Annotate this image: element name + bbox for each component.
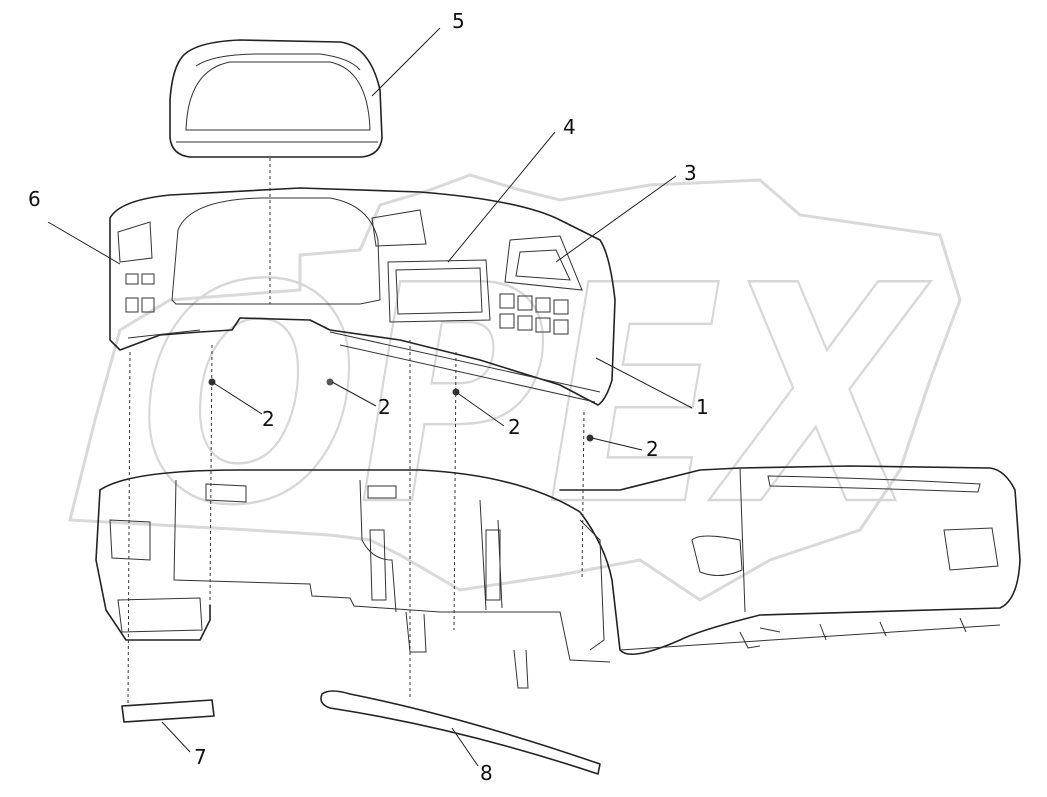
callout-7: 7 [194, 745, 207, 769]
switch-bank-right [499, 293, 569, 335]
leader-lines [47, 27, 693, 767]
watermark-logo: OPEX [68, 173, 962, 602]
watermark-text: OPEX [140, 222, 931, 571]
alignment-lines [127, 158, 585, 707]
callout-2: 2 [378, 395, 391, 419]
part-instrument-hood [169, 39, 383, 158]
callout-6: 6 [28, 187, 41, 211]
callout-3: 3 [684, 161, 697, 185]
callout-8: 8 [480, 761, 493, 785]
callout-1: 1 [696, 395, 709, 419]
callout-2: 2 [262, 407, 275, 431]
part-trim-strip-long [320, 690, 601, 775]
part-upper-instrument-panel [109, 187, 616, 406]
clip-fastener [326, 378, 334, 386]
callout-5: 5 [452, 9, 465, 33]
part-dashboard-body [95, 465, 1021, 689]
callout-2: 2 [508, 415, 521, 439]
part-trim-strip-left [121, 699, 215, 723]
callout-labels: 5 4 3 6 1 2 2 2 2 7 8 [28, 9, 709, 785]
callout-4: 4 [563, 115, 576, 139]
fasteners [208, 378, 594, 442]
clip-fastener [586, 434, 594, 442]
callout-2: 2 [646, 437, 659, 461]
switch-bank-left [125, 273, 155, 313]
